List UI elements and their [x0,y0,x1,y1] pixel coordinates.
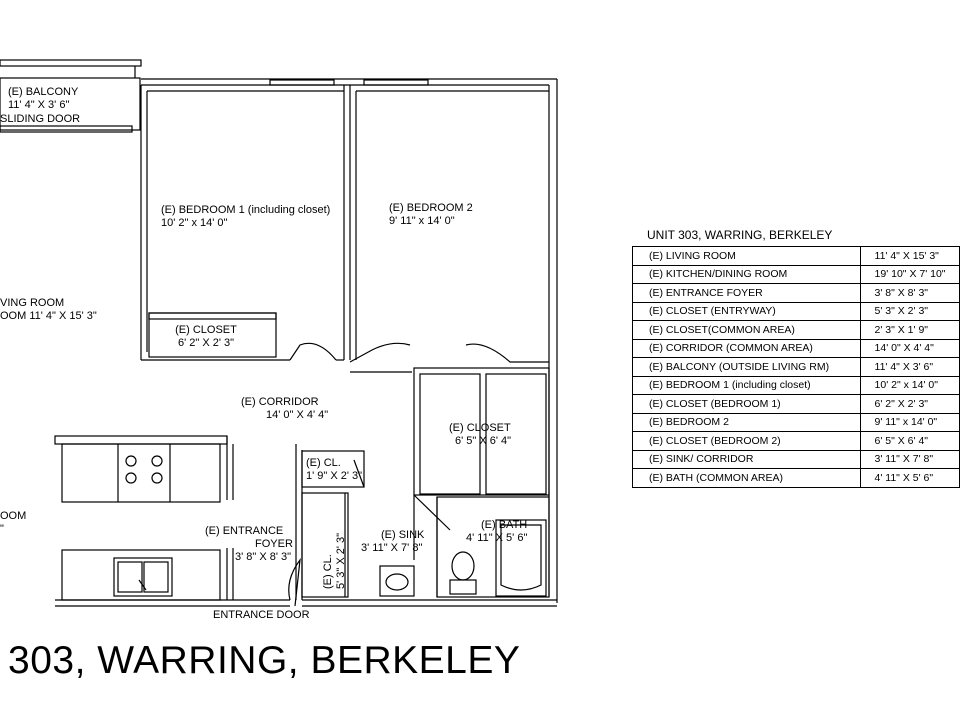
closet-1-name: (E) CLOSET [175,324,237,336]
room-name-cell: (E) ENTRANCE FOYER [632,283,861,303]
room-name-cell: (E) CLOSET (BEDROOM 2) [632,431,861,451]
room-name-cell: (E) LIVING ROOM [632,246,861,266]
room-dims-cell: 14' 0" X 4' 4" [859,338,960,358]
table-row: (E) CORRIDOR (COMMON AREA)14' 0" X 4' 4" [632,338,960,358]
foyer-dims: 3' 8" X 8' 3" [235,551,292,563]
bedroom-1-walls [141,85,351,361]
bath-name: (E) BATH [481,519,528,531]
table-row: (E) BEDROOM 1 (including closet)10' 2" x… [632,375,960,395]
plan-title: 303, WARRING, BERKELEY [8,639,521,682]
entry-closet-dims-label: 5' 3" X 2' 3" [335,499,347,589]
sink-name: (E) SINK [381,529,425,541]
entry-closet-name: (E) CL. [322,554,334,589]
sink-dims: 3' 11" X 7' 8" [361,542,423,554]
balcony-label: (E) BALCONY 11' 4" X 3' 6" [8,86,78,112]
table-row: (E) CLOSET(COMMON AREA)2' 3" X 1' 9" [632,320,960,340]
kitchen-name: OOM [0,510,27,522]
foyer-name-2: FOYER [255,538,293,550]
room-dims-cell: 10' 2" x 14' 0" [859,375,960,395]
kitchen-dims: " [0,523,4,535]
foyer-name: (E) ENTRANCE [205,525,284,537]
entry-closet-dims: 5' 3" X 2' 3" [335,532,347,589]
bedroom-2-label: (E) BEDROOM 2 9' 11" x 14' 0" [389,202,473,228]
room-name-cell: (E) KITCHEN/DINING ROOM [632,264,861,284]
room-name-cell: (E) CLOSET (BEDROOM 1) [632,394,861,414]
kitchen-label: OOM " [0,510,26,536]
room-name-cell: (E) BEDROOM 1 (including closet) [632,375,861,395]
sink-bath [379,494,550,598]
table-row: (E) BALCONY (OUTSIDE LIVING RM)11' 4" X … [632,357,960,377]
living-room-name: VING ROOM [0,297,65,309]
foyer-walls [288,444,557,607]
table-row: (E) CLOSET (ENTRYWAY)5' 3" X 2' 3" [632,301,960,321]
corridor-name: (E) CORRIDOR [241,396,319,408]
bedroom-1-name: (E) BEDROOM 1 (including closet) [161,204,331,216]
room-name-cell: (E) SINK/ CORRIDOR [632,449,861,469]
corridor-dims: 14' 0" X 4' 4" [266,409,329,421]
room-name-cell: (E) CLOSET (ENTRYWAY) [632,301,861,321]
entrance-door-label: ENTRANCE DOOR [213,609,310,621]
closet-1-dims: 6' 2" X 2' 3" [177,337,235,349]
room-name-cell: (E) BATH (COMMON AREA) [632,468,861,488]
bedroom-2-name: (E) BEDROOM 2 [389,202,473,214]
room-name-cell: (E) CLOSET(COMMON AREA) [632,320,861,340]
room-dims-cell: 3' 8" X 8' 3" [859,283,960,303]
table-row: (E) CLOSET (BEDROOM 2)6' 5" X 6' 4" [632,431,960,451]
foyer-label: (E) ENTRANCE FOYER 3' 8" X 8' 3" [205,525,293,564]
table-row: (E) BATH (COMMON AREA)4' 11" X 5' 6" [632,468,960,488]
room-dims-cell: 4' 11" X 5' 6" [859,468,960,488]
room-dims-cell: 19' 10" X 7' 10" [859,264,960,284]
living-room-dims: OOM 11' 4" X 15' 3" [0,310,97,322]
bedroom-1-label: (E) BEDROOM 1 (including closet) 10' 2" … [161,204,330,230]
room-dims-cell: 9' 11" x 14' 0" [859,412,960,432]
closet-2-label: (E) CLOSET 6' 5" X 6' 4" [449,422,511,448]
bedroom-1-dims: 10' 2" x 14' 0" [161,217,228,229]
sliding-door-label: SLIDING DOOR [0,113,81,125]
room-name-cell: (E) CORRIDOR (COMMON AREA) [632,338,861,358]
bath-label: (E) BATH 4' 11" X 5' 6" [466,519,527,545]
room-name-cell: (E) BALCONY (OUTSIDE LIVING RM) [632,357,861,377]
room-dims-cell: 11' 4" X 15' 3" [859,246,960,266]
sink-label: (E) SINK 3' 11" X 7' 8" [361,529,424,555]
balcony-outline [0,59,142,133]
common-closet-label: (E) CL. 1' 9" X 2' 3" [306,457,362,483]
corridor-label: (E) CORRIDOR 14' 0" X 4' 4" [241,396,328,422]
bath-dims: 4' 11" X 5' 6" [466,532,528,544]
room-name-cell: (E) BEDROOM 2 [632,412,861,432]
closet-bedroom-2 [413,367,550,496]
table-title: UNIT 303, WARRING, BERKELEY [647,228,833,242]
closet-1-label: (E) CLOSET 6' 2" X 2' 3" [166,324,246,350]
closet-2-dims: 6' 5" X 6' 4" [455,435,512,447]
exterior-wall [140,78,558,603]
kitchen [54,435,290,607]
bedroom-2-walls [349,90,549,373]
bedroom-2-dims: 9' 11" x 14' 0" [389,215,455,227]
common-closet-name: (E) CL. [306,457,341,469]
room-dims-cell: 11' 4" X 3' 6" [859,357,960,377]
room-dims-cell: 6' 2" X 2' 3" [859,394,960,414]
common-closet-dims: 1' 9" X 2' 3" [306,470,363,482]
room-dims-cell: 5' 3" X 2' 3" [859,301,960,321]
closet-2-name: (E) CLOSET [449,422,511,434]
balcony-dims: 11' 4" X 3' 6" [8,99,70,111]
room-dims-cell: 6' 5" X 6' 4" [859,431,960,451]
room-dims-cell: 3' 11" X 7' 8" [859,449,960,469]
table-row: (E) CLOSET (BEDROOM 1)6' 2" X 2' 3" [632,394,960,414]
living-room-label: VING ROOM OOM 11' 4" X 15' 3" [0,297,97,323]
balcony-name: (E) BALCONY [8,86,79,98]
entry-closet-label: (E) CL. [322,499,334,589]
room-dims-cell: 2' 3" X 1' 9" [859,320,960,340]
